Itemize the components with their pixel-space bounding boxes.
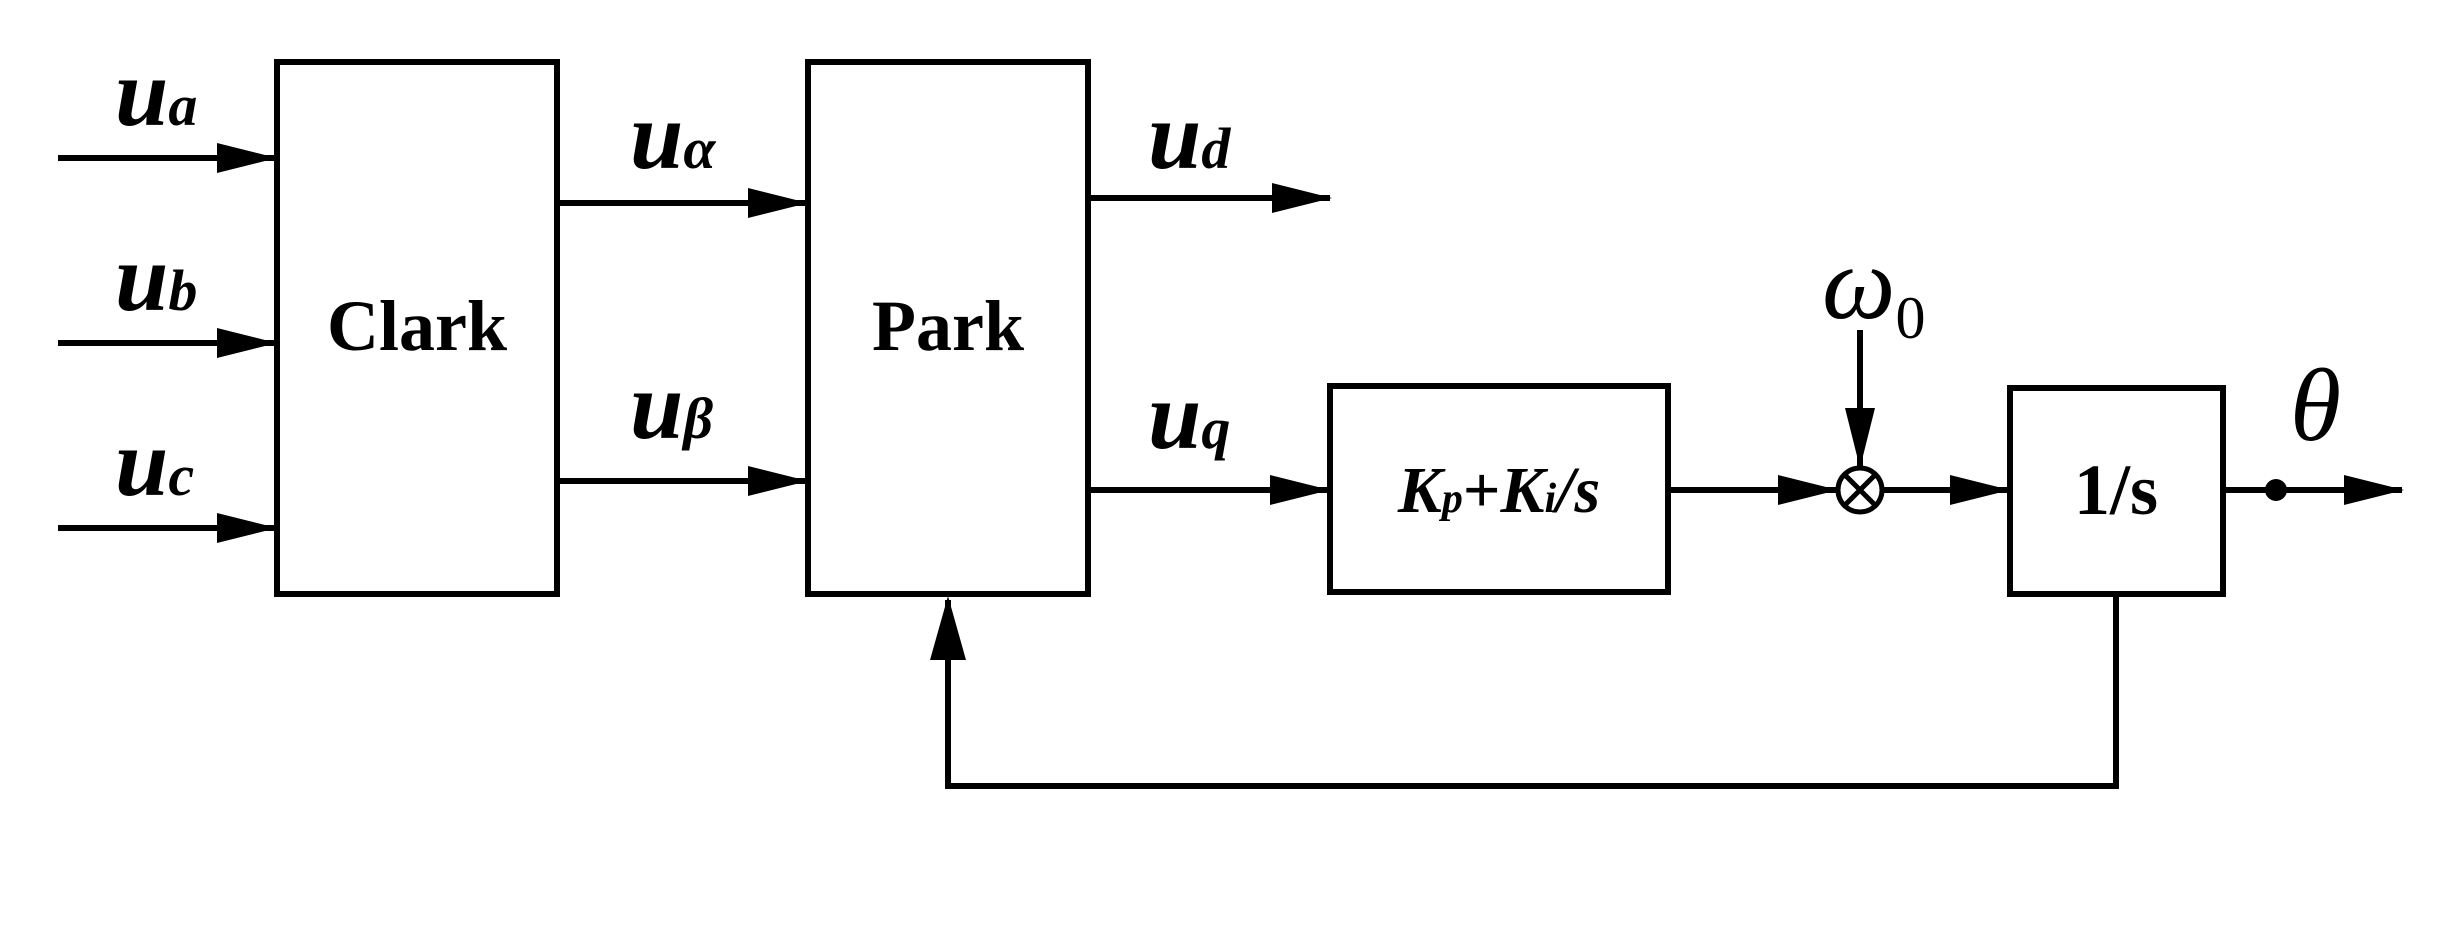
- feedback-arrowhead: [930, 596, 966, 660]
- theta-branch-point: [2265, 479, 2287, 501]
- uc-label: uc: [115, 409, 194, 516]
- ub-label: ub: [115, 224, 197, 331]
- clark-label: Clark: [327, 286, 507, 366]
- clark-block: [274, 59, 560, 597]
- omega-label: ω0: [1822, 226, 1925, 351]
- summing-junction: [1835, 465, 1885, 515]
- uq-label: uq: [1148, 362, 1230, 469]
- theta-label: θ: [2290, 348, 2341, 463]
- ua-label: ua: [115, 39, 197, 146]
- ud-label: ud: [1148, 82, 1231, 189]
- theta-feedback-line: [945, 594, 2119, 789]
- ualpha-label: uα: [630, 82, 716, 189]
- integrator-label: 1/s: [2074, 450, 2158, 530]
- park-block: [805, 59, 1091, 597]
- park-label: Park: [872, 286, 1024, 366]
- pi-controller-label: Kp+Ki/s: [1397, 454, 1600, 527]
- ubeta-label: uβ: [630, 352, 713, 459]
